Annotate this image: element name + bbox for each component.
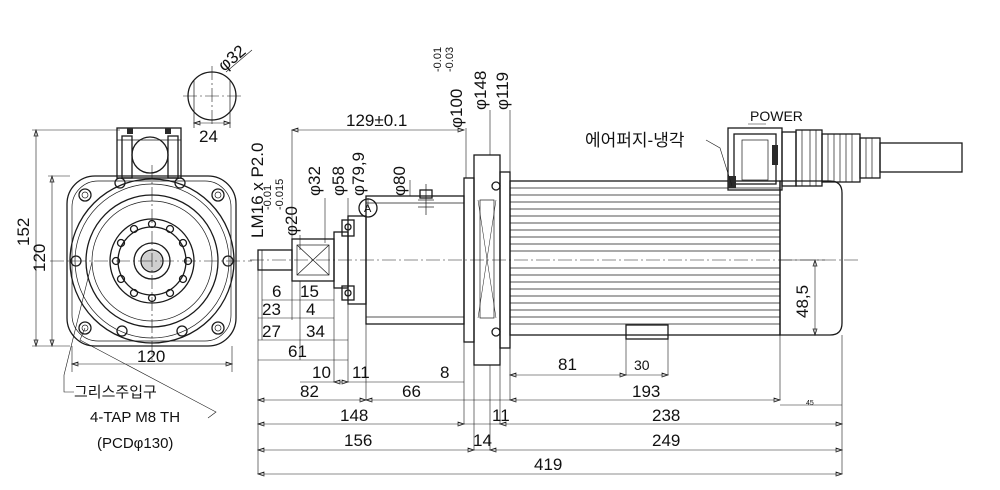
label-power: POWER: [750, 108, 803, 124]
dim-238: 238: [652, 406, 680, 425]
dim-129: 129±0.1: [346, 111, 407, 130]
dim-249: 249: [652, 431, 680, 450]
dim-phi80: φ80: [390, 166, 409, 196]
dim-120-h: 120: [137, 347, 165, 366]
power-connector: [727, 127, 963, 191]
dim-193: 193: [632, 382, 660, 401]
dim-419: 419: [534, 455, 562, 474]
dim-148: 148: [340, 406, 368, 425]
dim-23: 23: [262, 300, 281, 319]
dim-66: 66: [402, 382, 421, 401]
dim-152: 152: [14, 218, 33, 246]
dim-phi20: φ20: [282, 206, 301, 236]
dim-8: 8: [440, 363, 449, 382]
dim-phi100: φ100: [447, 89, 466, 128]
dim-11b: 11: [492, 406, 510, 425]
dim-14: 14: [473, 431, 492, 450]
shaft-end-detail: φ32 24: [183, 41, 253, 146]
side-view: A: [248, 47, 963, 474]
dim-120-v: 120: [30, 244, 49, 272]
label-air-purge: 에어퍼지-냉각: [585, 131, 685, 150]
cooling-fins: [510, 187, 780, 325]
motor-body: [509, 180, 781, 336]
dim-phi32-top: φ32: [214, 41, 249, 75]
dim-phi79-9: φ79,9: [349, 152, 368, 196]
dim-15: 15: [300, 282, 319, 301]
dim-key24: 24: [199, 127, 218, 146]
dim-lm16: LM16 x P2.0: [248, 143, 267, 238]
label-grease-inlet: 그리스주입구: [74, 384, 157, 401]
dim-156: 156: [344, 431, 372, 450]
dim-6: 6: [272, 282, 281, 301]
dim-48-5: 48,5: [793, 285, 812, 318]
label-circle-a: A: [364, 203, 372, 215]
dim-34: 34: [306, 322, 325, 341]
dim-phi119: φ119: [493, 72, 512, 110]
dim-phi20-tol-b: -0.015: [274, 179, 286, 210]
dim-phi20-tol-a: -0.01: [262, 185, 274, 210]
bottom-dimensions: 6 15 23 4 27 34 61 10 11 8 82 66 81 30 1…: [256, 282, 844, 477]
front-view: φ32 24: [14, 41, 253, 452]
dim-4: 4: [306, 300, 315, 319]
dim-30: 30: [634, 357, 650, 373]
dim-61: 61: [288, 342, 307, 361]
label-pcd: (PCDφ130): [97, 435, 173, 452]
dim-10: 10: [312, 363, 331, 382]
dim-45: 45: [806, 400, 814, 407]
dim-81: 81: [558, 355, 577, 374]
dim-11a: 11: [352, 363, 370, 382]
top-connector: [114, 127, 186, 189]
dim-phi58: φ58: [329, 166, 348, 196]
label-tap: 4-TAP M8 TH: [90, 409, 180, 426]
dim-82: 82: [300, 382, 319, 401]
dim-phi100-tol-b: -0.03: [444, 47, 456, 72]
dim-27: 27: [262, 322, 281, 341]
dim-phi32: φ32: [305, 166, 324, 196]
dim-phi148: φ148: [471, 71, 490, 110]
dim-phi100-tol-a: -0.01: [432, 47, 444, 72]
